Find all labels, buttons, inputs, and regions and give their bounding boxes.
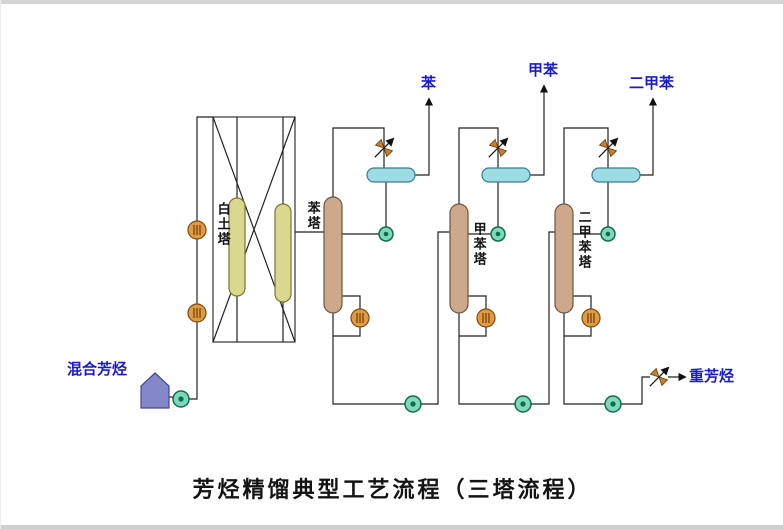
label-heavy-aromatics: 重芳烃 — [689, 367, 735, 385]
heat-exchanger-icon — [581, 308, 601, 328]
pump-icon — [378, 226, 394, 242]
reflux-drum-icon — [481, 167, 531, 183]
heat-exchanger-icon — [476, 308, 496, 328]
feed-tank-icon — [140, 372, 170, 409]
top-border-strip — [1, 0, 783, 4]
heat-exchanger-icon — [187, 220, 207, 240]
pump-icon — [514, 395, 532, 413]
pumps — [172, 226, 622, 413]
heat-exchanger-icon — [350, 308, 370, 328]
pump-icon — [600, 226, 616, 242]
label-benzene: 苯 — [421, 74, 437, 92]
toluene-column — [449, 203, 469, 314]
label-xylene: 二甲苯 — [629, 74, 675, 92]
clay-vessel-icon — [274, 203, 292, 303]
control-valve-icon — [598, 137, 619, 158]
control-valve-icon — [374, 137, 395, 158]
clay-vessel-icon — [228, 197, 246, 297]
pump-icon — [490, 226, 506, 242]
control-valve-icon — [488, 137, 509, 158]
pump-icon — [172, 390, 190, 408]
label-clay-tower: 白土塔 — [214, 202, 230, 247]
feed-tank — [140, 372, 170, 409]
bottom-border-strip — [1, 525, 783, 529]
column-icon — [554, 203, 574, 314]
benzene-column — [323, 196, 343, 314]
label-xylene-tower: 二甲苯塔 — [575, 210, 591, 270]
label-toluene: 甲苯 — [528, 61, 559, 79]
label-feed: 混合芳烃 — [67, 360, 128, 378]
column-icon — [323, 196, 343, 314]
heat-exchanger-icon — [187, 303, 207, 323]
label-toluene-tower: 甲苯塔 — [470, 222, 486, 267]
reflux-drums — [366, 167, 641, 183]
pump-icon — [404, 395, 422, 413]
xylene-column — [554, 203, 574, 314]
control-valves — [374, 137, 670, 387]
control-valve-icon — [649, 366, 670, 387]
heat-exchangers — [187, 220, 601, 328]
column-icon — [449, 203, 469, 314]
pump-icon — [604, 395, 622, 413]
label-benzene-tower: 苯塔 — [304, 201, 320, 231]
clay-treater-unit — [212, 116, 296, 343]
reflux-drum-icon — [366, 167, 416, 183]
reflux-drum-icon — [591, 167, 641, 183]
diagram-title: 芳烃精馏典型工艺流程（三塔流程） — [192, 477, 593, 503]
